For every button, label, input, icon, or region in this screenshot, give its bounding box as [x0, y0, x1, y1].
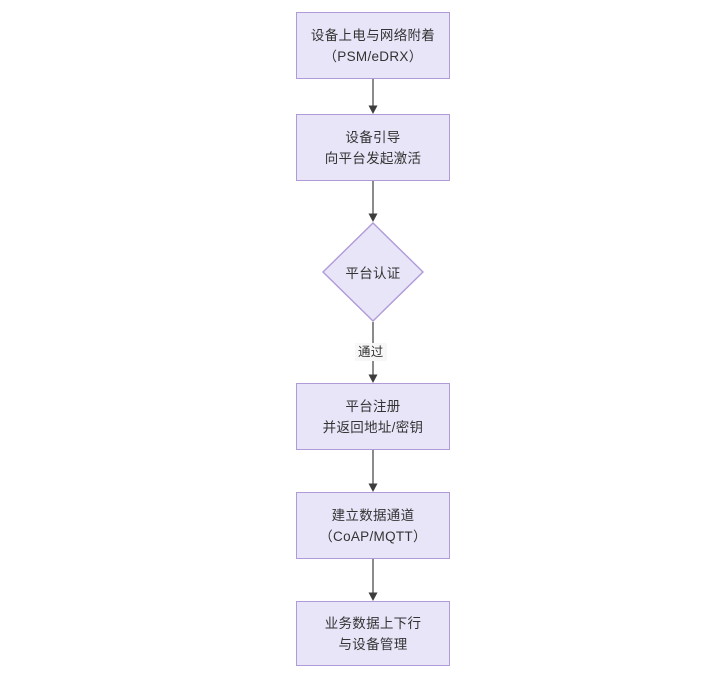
node-label-line: 平台注册: [345, 398, 401, 414]
edge-arrow-icon: [368, 181, 378, 222]
edge-n2-to-n3: [363, 181, 383, 222]
flowchart-node-n2: 设备引导向平台发起激活: [296, 114, 450, 181]
node-label-line: 设备引导: [345, 129, 401, 145]
node-label-line: 并返回地址/密钥: [322, 419, 424, 435]
flowchart-node-n4: 平台注册并返回地址/密钥: [296, 383, 450, 450]
node-label-line: （CoAP/MQTT）: [319, 528, 427, 544]
node-label-line: 设备上电与网络附着: [310, 27, 436, 43]
edge-arrow-icon: [368, 559, 378, 601]
edge-arrow-icon: [368, 79, 378, 114]
node-label-line: 建立数据通道: [331, 507, 415, 523]
flowchart-node-n5: 建立数据通道 （CoAP/MQTT）: [296, 492, 450, 559]
node-label-line: 业务数据上下行: [324, 615, 422, 631]
edge-n4-to-n5: [363, 450, 383, 492]
edge-arrow-icon: [368, 450, 378, 492]
edge-n5-to-n6: [363, 559, 383, 601]
flowchart-node-n6: 业务数据上下行与设备管理: [296, 601, 450, 666]
decision-diamond-shape: [322, 222, 424, 322]
edge-label-e3: 通过: [355, 343, 387, 361]
edge-n1-to-n2: [363, 79, 383, 114]
flowchart-node-n1: 设备上电与网络附着 （PSM/eDRX）: [296, 12, 450, 79]
node-label-line: 与设备管理: [338, 636, 408, 652]
flowchart-node-n3: 平台认证: [322, 222, 424, 322]
node-label-line: （PSM/eDRX）: [323, 48, 423, 64]
node-label-line: 向平台发起激活: [324, 150, 422, 166]
